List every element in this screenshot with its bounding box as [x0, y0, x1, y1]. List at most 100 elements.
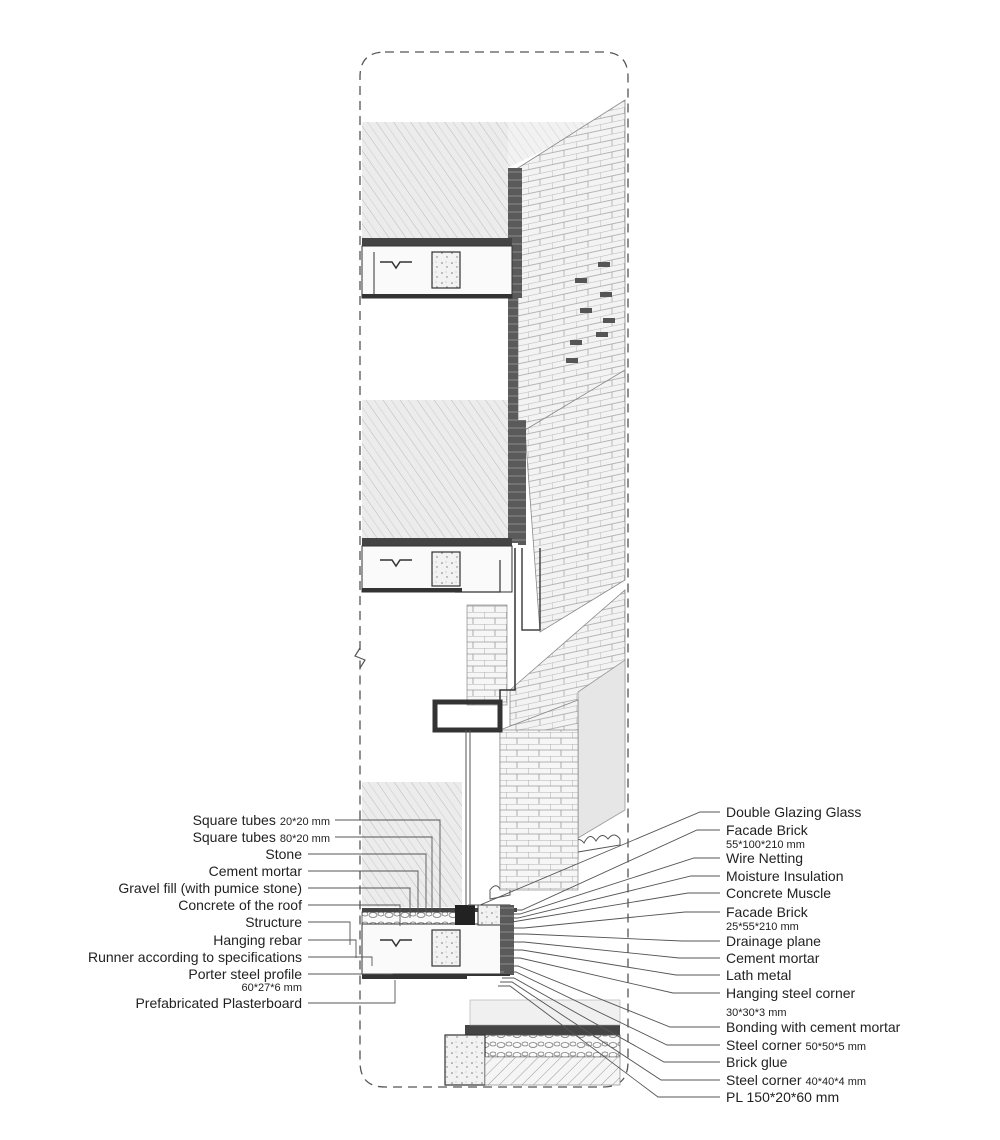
foundation [444, 999, 621, 1086]
interior-wall-middle [362, 400, 508, 540]
interior-wall-lower [362, 782, 462, 907]
label-drainage: Drainage plane [726, 933, 821, 949]
label-plasterboard: Prefabricated Plasterboard [135, 995, 302, 1011]
label-text: Drainage plane [726, 933, 821, 949]
leader-line [308, 870, 419, 914]
leader-line [468, 811, 720, 906]
label-concrete-roof: Concrete of the roof [178, 897, 302, 913]
break-line [354, 647, 366, 669]
label-bonding: Bonding with cement mortar [726, 1019, 901, 1035]
label-dimension: 20*20 mm [280, 816, 330, 828]
label-text: Facade Brick [726, 904, 809, 920]
label-runner: Runner according to specifications [88, 949, 302, 965]
label-moisture: Moisture Insulation [726, 868, 844, 884]
roof-slope [362, 122, 600, 242]
label-text: Wire Netting [726, 850, 803, 866]
leader-line [510, 949, 720, 976]
label-text: Lath metal [726, 967, 791, 983]
label-dimension: 60*27*6 mm [241, 982, 302, 994]
leader-line [512, 941, 720, 959]
leader-lines [308, 811, 720, 1098]
label-text: Brick glue [726, 1054, 788, 1070]
label-stone: Stone [265, 846, 302, 862]
label-dimension: 55*100*210 mm [726, 839, 805, 851]
label-hanging-rebar: Hanging rebar [213, 932, 302, 948]
label-text: Concrete of the roof [178, 897, 302, 913]
leader-line [502, 977, 720, 1063]
label-text: Bonding with cement mortar [726, 1019, 901, 1035]
leader-line [308, 956, 373, 966]
slab-lower [361, 904, 517, 979]
slab-middle [361, 538, 541, 710]
label-dimension: 50*50*5 mm [805, 1041, 866, 1053]
label-text: Moisture Insulation [726, 868, 844, 884]
label-text: Hanging steel corner [726, 985, 856, 1001]
label-text: Runner according to specifications [88, 949, 302, 965]
label-dimension: 30*30*3 mm [726, 1007, 787, 1019]
label-text: Cement mortar [726, 950, 820, 966]
leader-line [308, 973, 393, 975]
window-lintel [432, 699, 503, 905]
label-text: PL 150*20*60 mm [726, 1089, 839, 1105]
leader-line [506, 875, 720, 919]
label-cement-right: Cement mortar [726, 950, 820, 966]
leader-line [308, 853, 427, 912]
label-concrete-muscle: Concrete Muscle [726, 885, 831, 901]
leader-line [508, 857, 720, 915]
section-lower-brick-wall [466, 604, 508, 706]
leader-line [504, 971, 720, 1046]
label-text: Double Glazing Glass [726, 804, 861, 820]
label-dimension: 25*55*210 mm [726, 921, 799, 933]
label-wire-netting: Wire Netting [726, 850, 803, 866]
facade-recessed-bricks [566, 262, 615, 363]
label-structure: Structure [245, 914, 302, 930]
label-dimension: 40*40*4 mm [805, 1076, 866, 1088]
label-text: Gravel fill (with pumice stone) [118, 880, 302, 896]
label-dimension: 80*20 mm [280, 833, 330, 845]
label-text: Porter steel profile [188, 966, 302, 982]
label-hanging-steel: Hanging steel corner 30*30*3 mm [726, 985, 856, 1019]
label-text: Concrete Muscle [726, 885, 831, 901]
leader-line [506, 965, 720, 1028]
leader-line [308, 887, 411, 918]
leader-line [308, 904, 401, 926]
label-gravel: Gravel fill (with pumice stone) [118, 880, 302, 896]
leader-line [335, 819, 441, 912]
section-brick-column-mid [508, 298, 518, 543]
facade-middle-iso [524, 369, 626, 633]
leader-line [512, 911, 720, 929]
label-text: Stone [265, 846, 302, 862]
leader-line [308, 921, 351, 945]
slab-upper [361, 238, 513, 299]
label-cement-left: Cement mortar [209, 863, 303, 879]
label-lath: Lath metal [726, 967, 791, 983]
leader-line [308, 980, 396, 1004]
leader-line [498, 985, 720, 1098]
label-text: Hanging rebar [213, 932, 302, 948]
leader-line [510, 829, 720, 911]
leader-line [335, 836, 433, 912]
section-boundary [359, 51, 629, 1088]
leader-line [508, 957, 720, 994]
section-lower-brick-face [499, 729, 579, 891]
leader-line [500, 981, 720, 1081]
section-brick-step [518, 420, 526, 545]
leader-line [308, 939, 357, 958]
label-pl: PL 150*20*60 mm [726, 1089, 839, 1105]
label-text: Cement mortar [209, 863, 303, 879]
leader-line [514, 933, 720, 942]
